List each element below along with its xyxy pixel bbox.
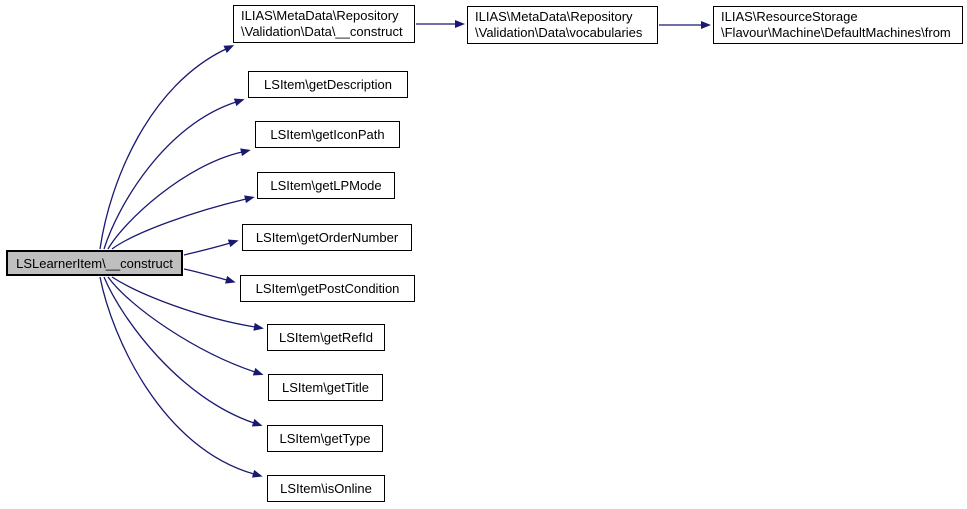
edge-root-to-get-ref-id (111, 276, 264, 331)
node-lsitem-getordernumber[interactable]: LSItem\getOrderNumber (242, 224, 412, 251)
node-label: LSItem\getTitle (282, 380, 369, 395)
node-label-line1: ILIAS\MetaData\Repository (241, 8, 399, 23)
node-label-line2: \Flavour\Machine\DefaultMachines\from (721, 25, 951, 40)
node-label: LSItem\getOrderNumber (255, 230, 399, 245)
edge-root-to-get-icon-path (107, 148, 251, 250)
node-metadata-repository-vocabularies[interactable]: ILIAS\MetaData\Repository \Validation\Da… (467, 6, 658, 44)
edge-root-to-get-post-condition (183, 268, 236, 284)
node-metadata-repository-construct[interactable]: ILIAS\MetaData\Repository \Validation\Da… (233, 5, 415, 43)
node-lsitem-getpostcondition[interactable]: LSItem\getPostCondition (240, 275, 415, 302)
node-lslearneritem-construct[interactable]: LSLearnerItem\__construct (6, 250, 183, 276)
node-lsitem-gettitle[interactable]: LSItem\getTitle (268, 374, 383, 401)
node-resourcestorage-defaultmachines-from[interactable]: ILIAS\ResourceStorage \Flavour\Machine\D… (713, 6, 963, 44)
edge-root-to-get-title (107, 276, 264, 376)
node-label: LSLearnerItem\__construct (16, 255, 173, 271)
node-label: LSItem\getRefId (279, 330, 373, 345)
edge-root-to-md-construct (99, 45, 235, 250)
edge-root-to-get-lp-mode (111, 195, 255, 250)
node-label-line2: \Validation\Data\vocabularies (475, 25, 643, 40)
node-label: LSItem\getIconPath (270, 127, 385, 142)
node-label: LSItem\isOnline (280, 481, 372, 496)
node-label-line1: ILIAS\ResourceStorage (721, 9, 858, 24)
edge-root-to-get-order-number (183, 239, 239, 256)
node-label: LSItem\getType (279, 431, 371, 446)
node-label-line1: ILIAS\MetaData\Repository (475, 9, 633, 24)
node-lsitem-getdescription[interactable]: LSItem\getDescription (248, 71, 408, 98)
node-lsitem-getlpmode[interactable]: LSItem\getLPMode (257, 172, 395, 199)
node-label: LSItem\getDescription (264, 77, 392, 92)
node-lsitem-geticonpath[interactable]: LSItem\getIconPath (255, 121, 400, 148)
node-label: LSItem\getLPMode (270, 178, 382, 193)
node-lsitem-getrefid[interactable]: LSItem\getRefId (267, 324, 385, 351)
edge-root-to-is-online (99, 276, 263, 478)
node-label-line2: \Validation\Data\__construct (241, 24, 403, 39)
node-label: LSItem\getPostCondition (255, 281, 400, 296)
node-lsitem-gettype[interactable]: LSItem\getType (267, 425, 383, 452)
edge-root-to-get-type (103, 276, 263, 427)
node-lsitem-isonline[interactable]: LSItem\isOnline (267, 475, 385, 502)
edge-root-to-get-description (103, 98, 245, 250)
